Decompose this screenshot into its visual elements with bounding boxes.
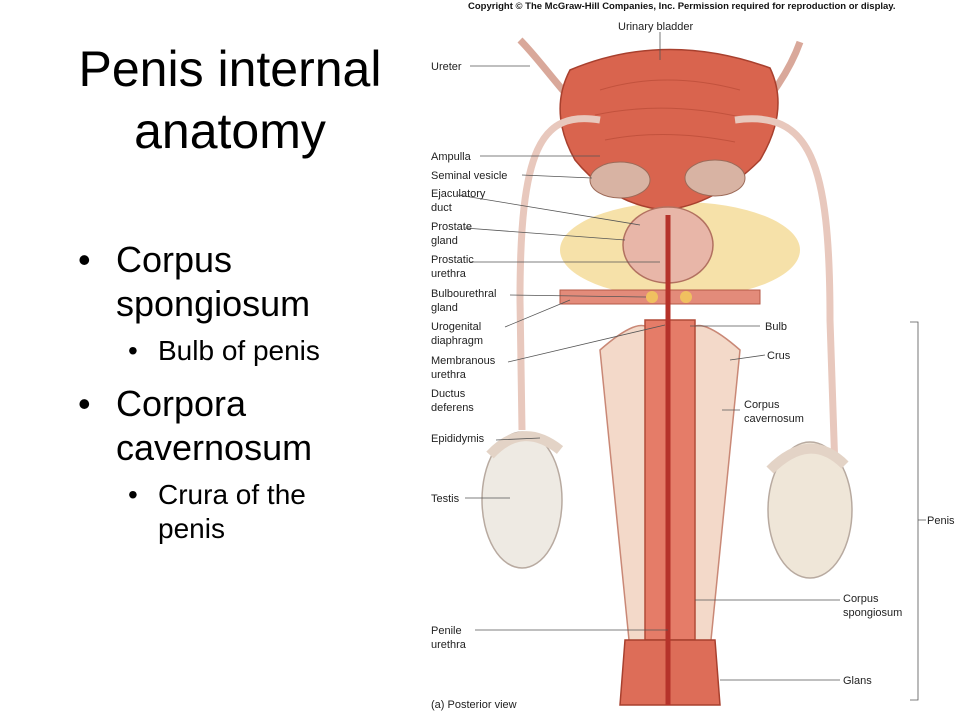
- bladder-folds: [594, 79, 746, 143]
- label-crus: Crus: [767, 350, 791, 362]
- right-testis: [767, 441, 853, 579]
- label-ductus-deferens-line2: deferens: [431, 402, 474, 414]
- label-ejaculatory-duct-line1: Ejaculatory: [431, 188, 486, 200]
- label-prostatic-urethra-line2: urethra: [431, 268, 467, 280]
- left-epididymis: [486, 431, 564, 459]
- label-ejaculatory-duct-line2: duct: [431, 202, 452, 214]
- left-bulbourethral-gland: [646, 291, 658, 303]
- slide-title: Penis internal anatomy: [78, 41, 382, 159]
- label-prostate-gland-line1: Prostate: [431, 221, 472, 233]
- label-penile-urethra-line1: Penile: [431, 625, 462, 637]
- label-penile-urethra-line2: urethra: [431, 639, 467, 651]
- label-prostatic-urethra-line1: Prostatic: [431, 254, 474, 266]
- label-seminal-vesicle: Seminal vesicle: [431, 170, 507, 182]
- label-bulbourethral-gland-line1: Bulbourethral: [431, 288, 496, 300]
- label-bulb: Bulb: [765, 321, 787, 333]
- urogenital-diaphragm: [559, 289, 761, 305]
- right-bulbourethral-gland: [680, 291, 692, 303]
- bullet-list: Corpus spongiosum Bulb of penis Corpora …: [78, 238, 378, 560]
- label-urinary-bladder: Urinary bladder: [618, 21, 694, 33]
- label-bulbourethral-gland-line2: gland: [431, 302, 458, 314]
- right-seminal-vesicle: [684, 159, 746, 197]
- label-urogenital-diaphragm-line1: Urogenital: [431, 321, 481, 333]
- label-corpus-spongiosum-line2: spongiosum: [843, 607, 902, 619]
- right-epididymis: [766, 443, 849, 474]
- sub-bullet-bulb-of-penis: Bulb of penis: [128, 334, 378, 368]
- label-urogenital-diaphragm-line2: diaphragm: [431, 335, 483, 347]
- copyright-notice: Copyright © The McGraw-Hill Companies, I…: [468, 1, 896, 12]
- label-membranous-urethra-line2: urethra: [431, 369, 467, 381]
- label-testis: Testis: [431, 493, 460, 505]
- label-penis: Penis: [927, 515, 955, 527]
- label-epididymis: Epididymis: [431, 433, 485, 445]
- label-ureter: Ureter: [431, 61, 462, 73]
- label-ductus-deferens-line1: Ductus: [431, 388, 466, 400]
- bullet-corpus-spongiosum: Corpus spongiosum: [78, 238, 378, 326]
- label-corpus-cavernosum-line1: Corpus: [744, 399, 780, 411]
- label-prostate-gland-line2: gland: [431, 235, 458, 247]
- left-corpus-cavernosum: [599, 324, 651, 651]
- left-seminal-vesicle: [589, 161, 651, 199]
- label-glans: Glans: [843, 675, 872, 687]
- right-corpus-cavernosum: [689, 324, 741, 651]
- label-corpus-spongiosum-line1: Corpus: [843, 593, 879, 605]
- label-ampulla: Ampulla: [431, 151, 472, 163]
- right-ductus-deferens: [734, 115, 839, 471]
- label-corpus-cavernosum-line2: cavernosum: [744, 413, 804, 425]
- label-membranous-urethra-line1: Membranous: [431, 355, 496, 367]
- figure-caption: (a) Posterior view: [431, 699, 517, 711]
- sub-bullet-crura-of-penis: Crura of the penis: [128, 478, 378, 546]
- bullet-corpora-cavernosum: Corpora cavernosum: [78, 382, 378, 470]
